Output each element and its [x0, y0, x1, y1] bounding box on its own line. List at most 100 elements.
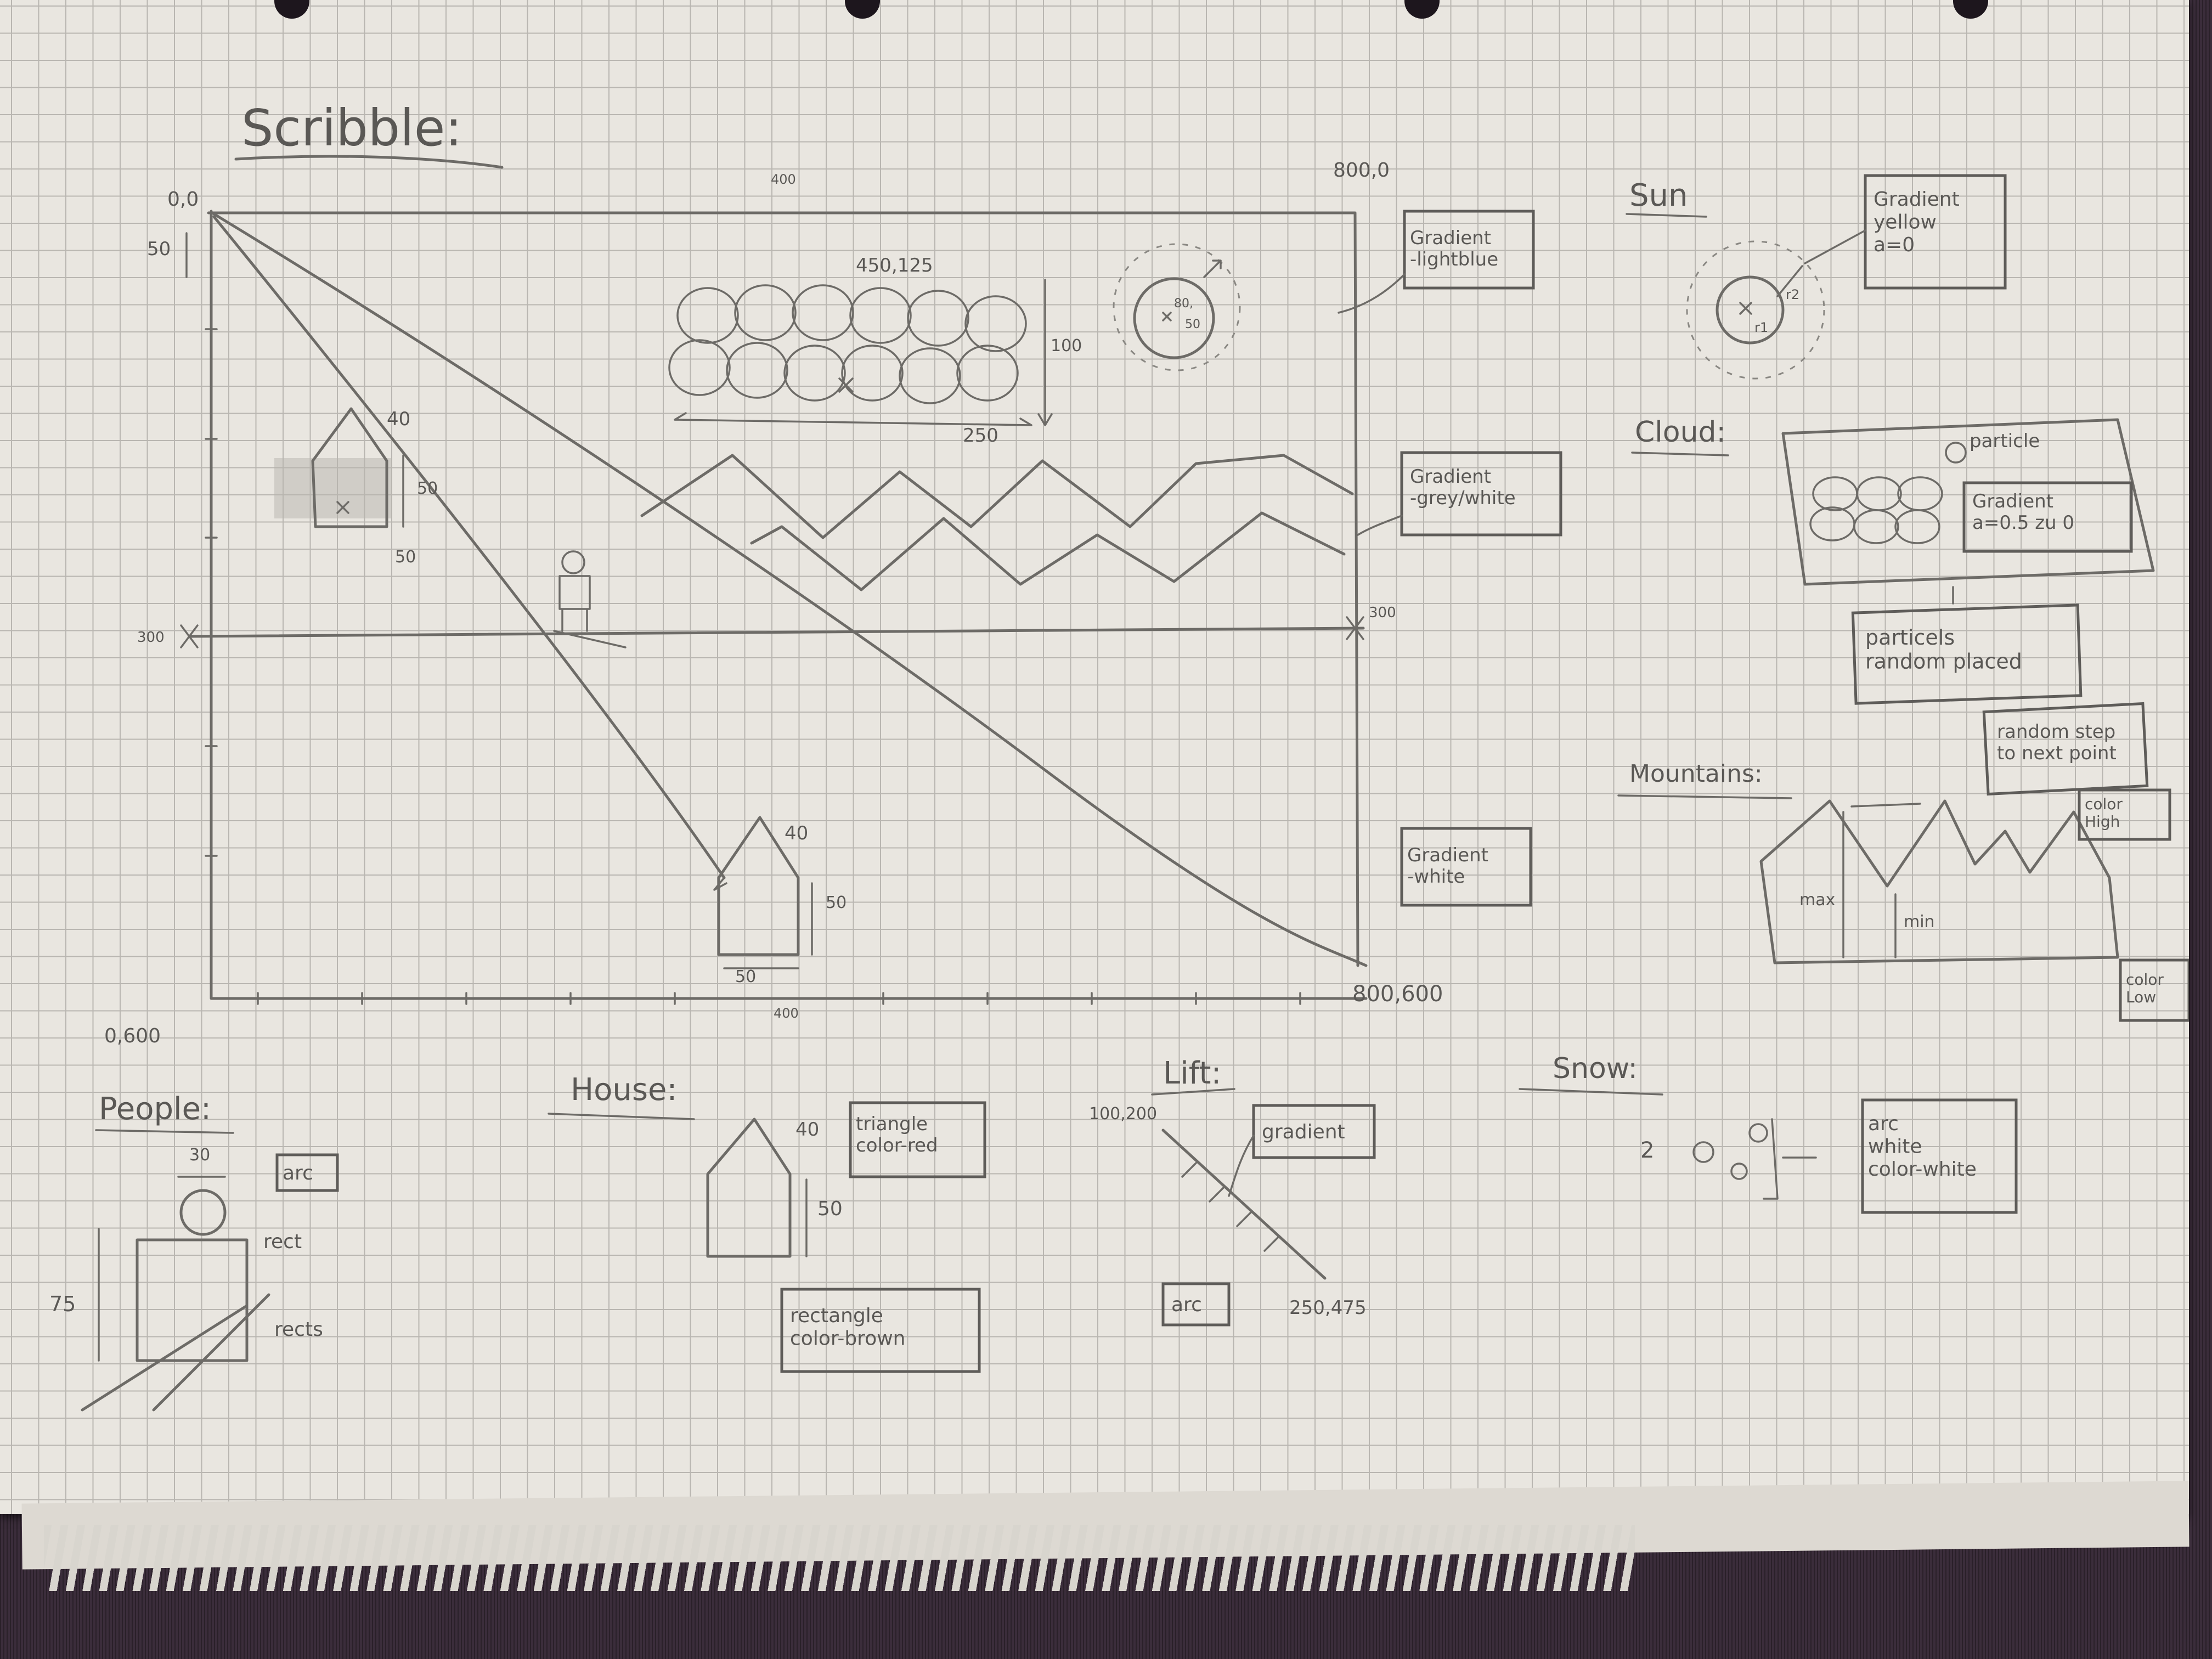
snowflake-icon [1692, 1141, 1714, 1163]
sun-radius-arrow [1739, 265, 1803, 315]
canvas-mountains-front [750, 511, 1346, 591]
mountains-measure-lines [1842, 803, 1921, 958]
canvas-sun-y: 50 [1185, 318, 1200, 331]
note-greywhite-line: -grey/white [1410, 487, 1516, 509]
mountains-max: max [1799, 890, 1835, 910]
top-offset-label: 50 [147, 238, 171, 260]
lift-line [212, 215, 726, 879]
sun-heading-underline [1626, 213, 1707, 218]
people-heading-underline [95, 1129, 234, 1134]
snow-heading-underline [1519, 1088, 1663, 1096]
people-height: 75 [49, 1292, 76, 1316]
snow-bracket [1763, 1118, 1817, 1200]
house-heading-underline [548, 1113, 695, 1120]
cloud-height-label: 100 [1051, 336, 1082, 356]
sun-note-line: a=0 [1874, 234, 1915, 256]
house-triangle-note-box [849, 1101, 986, 1178]
snowflake-icon [1748, 1123, 1768, 1143]
canvas-midline [188, 627, 1365, 638]
house-upper-roof-dim: 40 [387, 408, 410, 430]
corner-top-right: 800,0 [1333, 159, 1390, 182]
house-lower-wall-dim: 50 [826, 893, 847, 912]
lift-gradient: gradient [1262, 1121, 1345, 1143]
snow-note-line: white [1868, 1135, 1922, 1158]
color-low-box [2119, 958, 2189, 1022]
right-marker-label: 300 [1369, 605, 1396, 621]
slope-curve [212, 212, 1368, 967]
color-high-box [2078, 788, 2171, 841]
note-lightblue: Gradient-lightblue [1410, 227, 1498, 270]
color-low-line: Low [2126, 988, 2156, 1006]
lift-gradient-box [1252, 1104, 1376, 1159]
people-skis [81, 1293, 270, 1412]
snow-size: 2 [1640, 1138, 1654, 1163]
lift-heading: Lift: [1163, 1056, 1221, 1091]
note-greywhite: Gradient-grey/white [1410, 466, 1516, 509]
house-shading [274, 458, 392, 518]
mountains-diagram [1759, 799, 2119, 964]
left-marker-x [180, 624, 199, 648]
house-rect-note-line: color-brown [790, 1327, 905, 1350]
sun-note-leader [1804, 229, 1866, 264]
cloud-note-box [1962, 481, 2133, 553]
house-roof-dim: 40 [795, 1119, 819, 1141]
sun-r2: r2 [1786, 287, 1799, 302]
sketch-drawing: Scribble: 0,0 800,0 0,600 800,600 400 40… [49, 99, 2189, 1412]
people-head [179, 1189, 227, 1236]
mountains-heading: Mountains: [1629, 760, 1763, 788]
canvas-person [553, 550, 627, 648]
particles-note-box [1851, 603, 2083, 705]
canvas-sun-halo [1113, 243, 1241, 371]
torn-paper-fringe [44, 1525, 1635, 1591]
canvas-sun-x: 80, [1174, 297, 1193, 311]
note-white-line: -white [1407, 866, 1465, 888]
left-marker-label: 300 [137, 629, 165, 646]
cloud-position-label: 450,125 [856, 255, 933, 276]
note-lightblue-line: -lightblue [1410, 249, 1498, 270]
sun-icon [1716, 275, 1785, 345]
lift-arc: arc [1171, 1294, 1202, 1316]
snow-note-box [1861, 1098, 2018, 1214]
lift-heading-underline [1151, 1088, 1235, 1096]
lift-anchor [713, 877, 727, 891]
sun-r1: r1 [1754, 320, 1768, 335]
canvas-house-upper-center [336, 501, 349, 514]
house-upper-wall-dim: 50 [417, 479, 438, 498]
cloud-width-arrow [674, 412, 1032, 426]
bottom-ticks [257, 992, 1301, 1005]
step-note-box [1982, 702, 2149, 796]
snow-note-line: color-white [1868, 1158, 1977, 1181]
title-underline [234, 155, 504, 169]
house-lower-roof-dim: 40 [785, 822, 808, 844]
house-upper-base-dim: 50 [395, 548, 416, 567]
right-marker-x [1346, 616, 1364, 640]
house-triangle-note-line: color-red [856, 1135, 938, 1156]
people-arc: arc [283, 1162, 313, 1184]
lift-arc-box [1161, 1282, 1231, 1327]
people-heading: People: [99, 1091, 211, 1127]
cloud-heading-underline [1631, 452, 1729, 456]
people-rects: rects [274, 1318, 323, 1341]
sun-note-box [1864, 174, 2007, 290]
people-body [136, 1238, 249, 1362]
lift-gradient-leader [1228, 1135, 1255, 1197]
lift-end: 250,475 [1289, 1297, 1367, 1319]
particle-icon [1945, 442, 1967, 464]
page-title: Scribble: [241, 99, 462, 157]
note-lightblue-leader [1338, 273, 1406, 314]
note-white: Gradient-white [1407, 844, 1488, 888]
lift-start: 100,200 [1089, 1104, 1157, 1124]
house-heading: House: [571, 1072, 677, 1108]
cloud-height-arrow [1037, 279, 1053, 426]
sun-halo [1686, 240, 1825, 380]
sun-note-line: yellow [1874, 211, 1937, 233]
note-greywhite-box [1400, 451, 1562, 537]
corner-top-left: 0,0 [167, 188, 199, 211]
